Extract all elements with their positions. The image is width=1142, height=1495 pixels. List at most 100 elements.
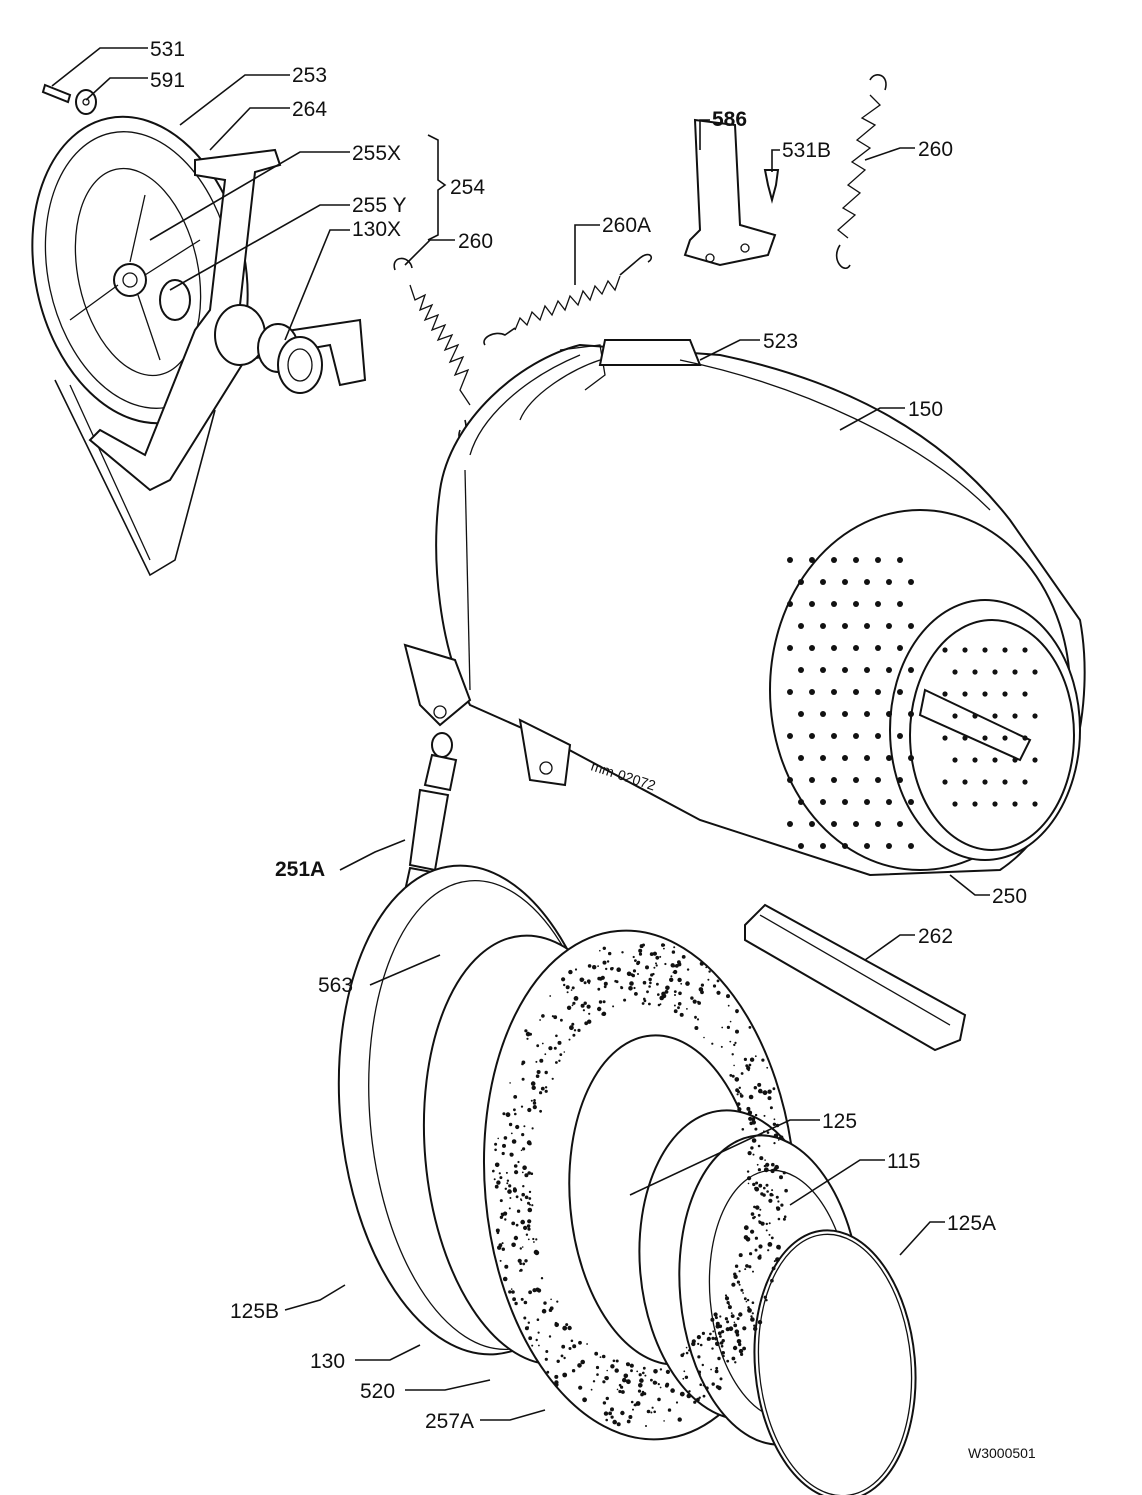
speckle-dot <box>525 1233 529 1236</box>
speckle-dot <box>507 1189 512 1194</box>
speckle-dot <box>494 1148 497 1152</box>
speckle-dot <box>521 1133 525 1137</box>
speckle-dot <box>778 1247 781 1250</box>
speckle-dot <box>646 1409 651 1414</box>
speckle-dot <box>553 1015 558 1020</box>
speckle-dot <box>673 969 678 975</box>
speckle-dot <box>496 1231 500 1235</box>
speckle-dot <box>522 1147 526 1151</box>
speckle-dot <box>644 1374 647 1377</box>
speckle-dot <box>744 1268 747 1271</box>
perforation-dot <box>972 757 978 763</box>
perforation-dot <box>875 689 881 695</box>
speckle-dot <box>509 1152 512 1155</box>
speckle-dot <box>722 1354 725 1358</box>
perforation-dot <box>1002 735 1008 741</box>
speckle-dot <box>657 1397 661 1402</box>
speckle-dot <box>739 1092 742 1095</box>
perforation-dot <box>864 623 870 629</box>
perforation-dot <box>992 713 998 719</box>
speckle-dot <box>712 984 717 988</box>
speckle-dot <box>573 1029 577 1032</box>
speckle-dot <box>685 981 690 986</box>
perforation-dot <box>842 843 848 849</box>
speckle-dot <box>577 1363 582 1368</box>
speckle-dot <box>527 1107 532 1113</box>
speckle-dot <box>715 1366 719 1370</box>
speckle-dot <box>729 1040 732 1043</box>
speckle-dot <box>513 1235 519 1241</box>
speckle-dot <box>757 1168 762 1172</box>
perforation-dot <box>897 601 903 607</box>
speckle-dot <box>726 1301 730 1305</box>
speckle-dot <box>602 1380 606 1384</box>
speckle-dot <box>515 1223 519 1227</box>
speckle-dot <box>528 1190 532 1194</box>
speckle-dot <box>780 1203 784 1207</box>
screw-531b <box>763 169 780 204</box>
speckle-dot <box>522 1185 525 1188</box>
speckle-dot <box>548 1046 553 1051</box>
speckle-dot <box>710 1317 715 1322</box>
speckle-dot <box>569 1025 574 1031</box>
speckle-dot <box>742 1346 746 1351</box>
speckle-dot <box>545 1350 549 1353</box>
perforation-dot <box>1032 801 1038 807</box>
speckle-dot <box>747 1176 752 1181</box>
speckle-dot <box>513 1187 517 1191</box>
speckle-dot <box>623 1373 629 1379</box>
speckle-dot <box>773 1167 778 1172</box>
speckle-dot <box>504 1264 509 1269</box>
speckle-dot <box>778 1136 782 1139</box>
speckle-dot <box>596 1373 599 1376</box>
speckle-dot <box>733 1043 736 1047</box>
speckle-dot <box>759 1156 764 1161</box>
speckle-dot <box>678 991 682 996</box>
speckle-dot <box>683 1370 686 1373</box>
speckle-dot <box>527 1201 530 1205</box>
speckle-dot <box>638 952 643 956</box>
speckle-dot <box>746 1066 751 1071</box>
perforation-dot <box>820 667 826 673</box>
speckle-dot <box>677 1417 682 1422</box>
speckle-dot <box>606 960 610 963</box>
speckle-dot <box>508 1122 513 1127</box>
speckle-dot <box>572 1033 576 1037</box>
speckle-dot <box>767 1242 773 1247</box>
speckle-dot <box>628 1415 633 1419</box>
speckle-dot <box>620 1385 624 1389</box>
speckle-dot <box>743 1225 749 1231</box>
speckle-dot <box>724 1317 729 1321</box>
speckle-dot <box>521 1192 525 1197</box>
speckle-dot <box>748 1094 754 1100</box>
speckle-dot <box>700 983 705 987</box>
perforation-dot <box>897 645 903 651</box>
speckle-dot <box>679 1391 685 1397</box>
perforation-dot <box>875 777 881 783</box>
speckle-dot <box>563 983 566 987</box>
speckle-dot <box>758 1254 762 1258</box>
speckle-dot <box>621 951 624 954</box>
speckle-dot <box>733 1321 736 1324</box>
speckle-dot <box>523 1225 528 1230</box>
speckle-dot <box>632 969 637 973</box>
speckle-dot <box>612 1005 615 1008</box>
speckle-dot <box>698 1370 702 1374</box>
speckle-dot <box>582 1009 586 1012</box>
perforation-dot <box>962 647 968 653</box>
speckle-dot <box>602 960 607 965</box>
speckle-dot <box>650 1411 653 1414</box>
speckle-dot <box>772 1170 775 1173</box>
label-591: 591 <box>150 69 185 92</box>
speckle-dot <box>772 1122 777 1127</box>
speckle-dot <box>502 1276 508 1282</box>
perforation-dot <box>886 799 892 805</box>
speckle-dot <box>657 1003 661 1007</box>
speckle-dot <box>777 1217 781 1221</box>
drum-assembly <box>403 339 1086 877</box>
perforation-dot <box>886 843 892 849</box>
speckle-dot <box>597 965 599 967</box>
speckle-dot <box>670 975 673 978</box>
perforation-dot <box>831 601 837 607</box>
